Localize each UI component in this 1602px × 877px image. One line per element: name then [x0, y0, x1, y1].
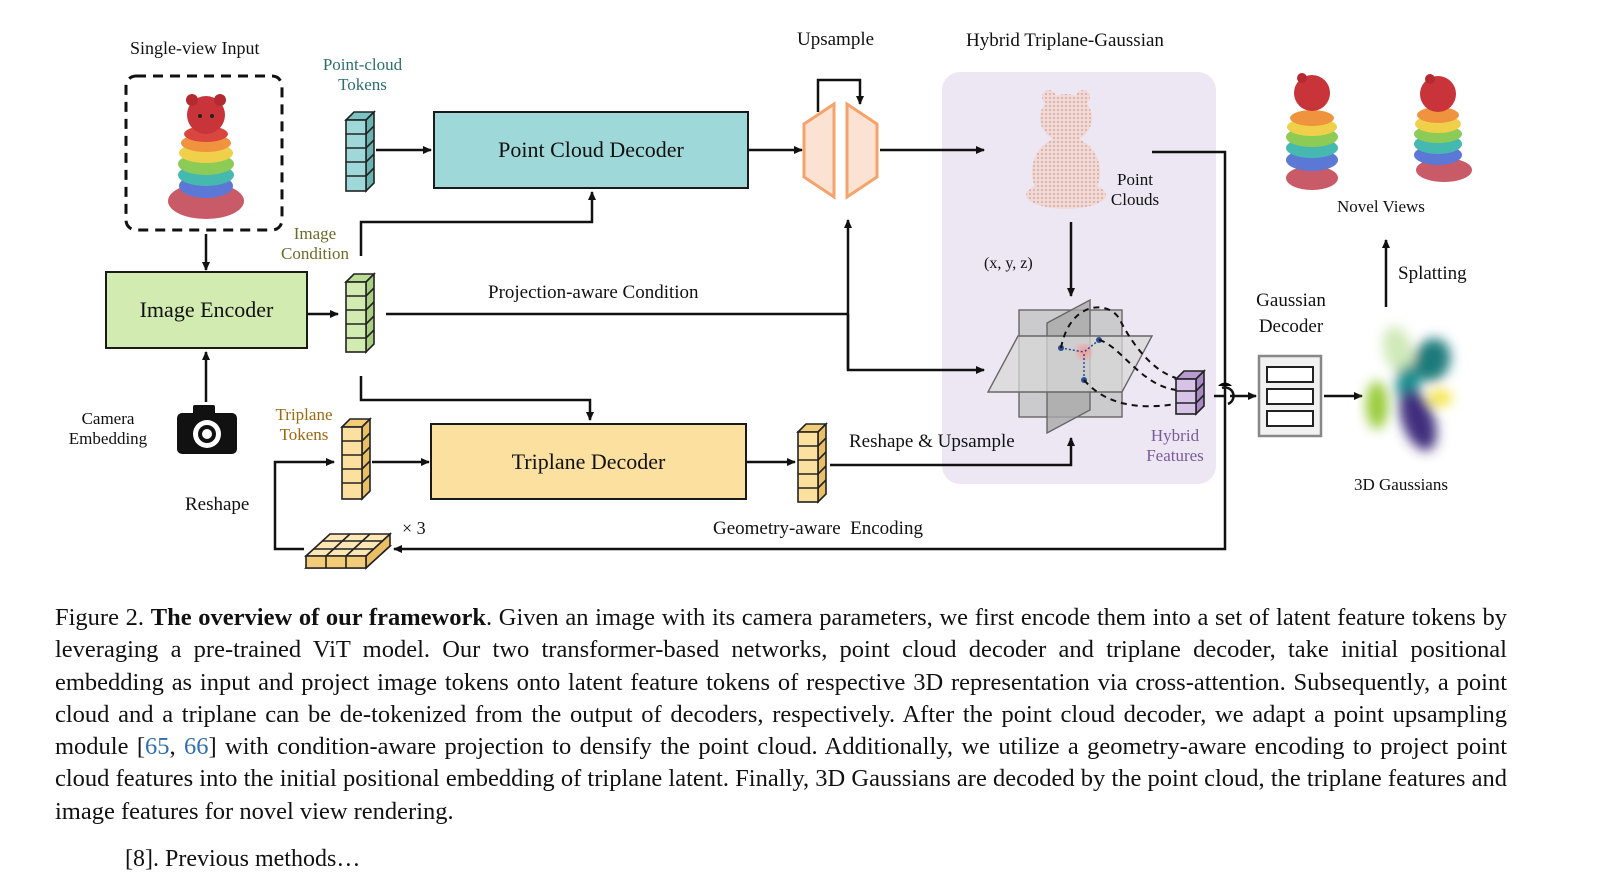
triplane-tokens-stack	[340, 417, 372, 501]
caption-body-2: ] with condition-aware projection to den…	[55, 733, 1508, 825]
times3-label: × 3	[402, 518, 426, 538]
citation-link[interactable]: 66	[184, 733, 209, 761]
camera-icon	[177, 405, 237, 454]
geometry-encoding-label: Geometry-aware Encoding	[713, 518, 923, 539]
point-cloud-shape	[1026, 90, 1106, 209]
projection-condition-label: Projection-aware Condition	[488, 282, 699, 303]
triplane-grid	[303, 532, 393, 570]
triplane-decoder-box: Triplane Decoder	[430, 423, 747, 500]
upsample-block	[802, 101, 879, 200]
point-cloud-tokens-stack	[344, 110, 376, 193]
hybrid-features-label: Hybrid Features	[1146, 426, 1204, 465]
hybrid-planes	[986, 298, 1154, 435]
triplane-tokens-label: Triplane Tokens	[275, 405, 333, 444]
input-frame	[124, 74, 284, 232]
gaussian-decoder-label: Gaussian Decoder	[1256, 290, 1326, 337]
reshape-label: Reshape	[185, 494, 250, 515]
hybrid-features-stack	[1174, 369, 1206, 416]
point-clouds-label: Point Clouds	[1110, 170, 1160, 209]
framework-figure: Point Cloud Decoder Image Encoder Tripla…	[68, 29, 1472, 570]
input-label: Single-view Input	[130, 38, 260, 58]
input-toy-image	[168, 94, 244, 219]
image-tokens-stack	[344, 272, 376, 354]
caption-body-1: . Given an image with its camera paramet…	[55, 604, 1507, 761]
gaussians-label: 3D Gaussians	[1354, 475, 1448, 494]
gaussian-decoder-icon	[1257, 354, 1323, 438]
figure-graphics	[124, 72, 1472, 570]
novel-view-2	[1414, 74, 1472, 182]
caption-title: The overview of our framework	[150, 604, 486, 631]
novel-view-1	[1286, 73, 1338, 190]
figure-caption: Figure 2. The overview of our framework.…	[55, 602, 1507, 828]
gaussians-image	[1366, 326, 1452, 451]
novel-views-label: Novel Views	[1337, 197, 1425, 216]
citation-link[interactable]: 65	[145, 733, 170, 761]
upsample-label: Upsample	[797, 29, 875, 50]
image-encoder-box: Image Encoder	[105, 271, 308, 349]
image-condition-label: Image Condition	[280, 224, 349, 263]
xyz-label: (x, y, z)	[984, 255, 1033, 272]
splatting-label: Splatting	[1398, 263, 1467, 284]
pc-tokens-label: Point-cloud Tokens	[322, 55, 403, 94]
caption-prefix: Figure 2.	[55, 604, 151, 631]
camera-embedding-label: Camera Embedding	[68, 409, 148, 448]
reshape-upsample-label: Reshape & Upsample	[849, 431, 1015, 452]
caption-sep: ,	[169, 733, 185, 761]
triplane-output-stack	[796, 422, 828, 504]
cutoff-text: [8]. Previous methods…	[125, 846, 361, 872]
point-cloud-decoder-box: Point Cloud Decoder	[433, 111, 749, 189]
hybrid-title: Hybrid Triplane-Gaussian	[966, 30, 1164, 51]
